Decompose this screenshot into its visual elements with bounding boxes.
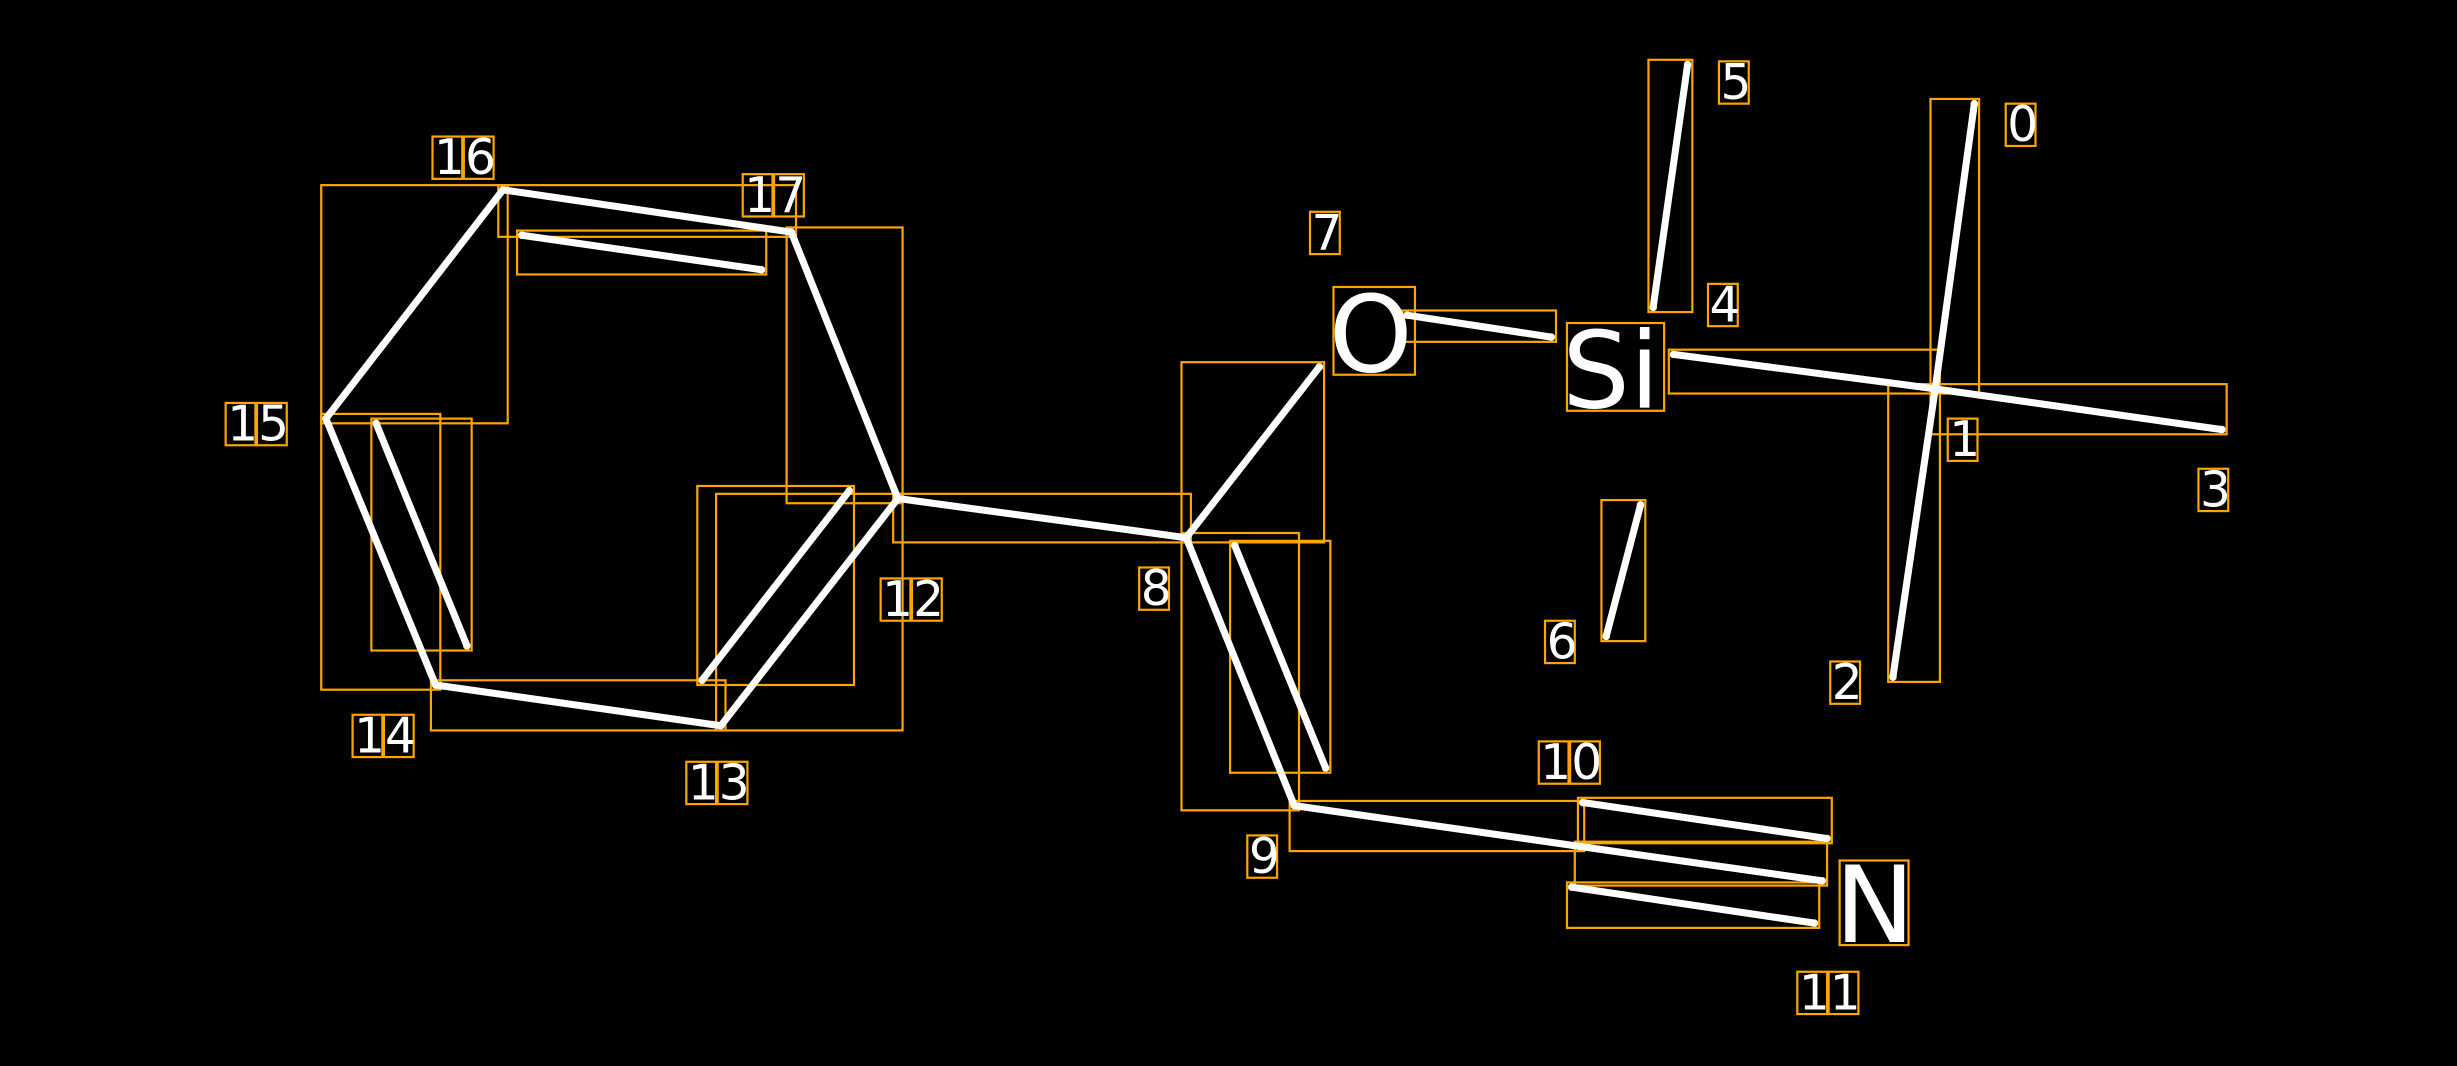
bond-1-3: [1931, 385, 2226, 434]
bond-bounding-box: [785, 226, 904, 505]
atom-index-label: 5: [1721, 55, 1752, 111]
bond-9-10: [1290, 802, 1584, 850]
atom-index-label: 11: [1799, 965, 1861, 1021]
label-bounding-box: [716, 760, 749, 806]
atom-index-label: 10: [1540, 735, 1602, 791]
bond-14-15: [372, 419, 471, 650]
label-bounding-box: [1717, 60, 1750, 105]
bonds: [322, 60, 2226, 927]
atom-index-label: 6: [1547, 614, 1578, 670]
bond-7-4: [1403, 311, 1555, 341]
label-bounding-box: [224, 401, 257, 447]
label-bounding-box: [351, 713, 384, 759]
label-bounding-box: [1308, 210, 1341, 256]
atom-index-label: 9: [1249, 829, 1280, 885]
bond-bounding-box: [696, 484, 856, 687]
atom-index-label: 15: [227, 397, 289, 453]
bond-16-17: [499, 186, 795, 236]
label-bounding-box: [1796, 970, 1829, 1016]
bond-bounding-box: [1576, 796, 1833, 845]
bounding-boxes: [224, 58, 2230, 1016]
label-bounding-box: [741, 173, 774, 218]
bond-16-17: [518, 231, 766, 274]
bond-bounding-box: [516, 229, 768, 276]
atom-index-label: 17: [744, 168, 806, 224]
element-bounding-box: [1565, 321, 1666, 412]
bond-14-15: [322, 415, 440, 689]
atom-index-label: 7: [1312, 205, 1343, 261]
element-bounding-box: [1838, 859, 1910, 947]
bond-bounding-box: [1180, 361, 1326, 544]
bond-17-12: [787, 228, 902, 503]
atom-index-label: 16: [434, 130, 496, 186]
element-label-o: O: [1329, 274, 1413, 398]
bond-4-6: [1602, 501, 1645, 640]
label-bounding-box: [2004, 102, 2037, 148]
bond-10-11: [1579, 798, 1831, 843]
bond-1-0: [1931, 100, 1978, 393]
bond-12-8: [894, 495, 1190, 542]
bond-bounding-box: [497, 184, 798, 238]
bond-8-7: [1182, 363, 1323, 542]
bond-4-5: [1649, 60, 1692, 311]
label-bounding-box: [772, 173, 805, 218]
bond-bounding-box: [320, 412, 442, 691]
bond-13-14: [432, 681, 725, 730]
bond-12-13: [717, 495, 902, 730]
element-label-n: N: [1835, 844, 1915, 968]
bond-bounding-box: [1288, 799, 1586, 853]
label-bounding-box: [1569, 740, 1601, 785]
bond-bounding-box: [1565, 881, 1821, 929]
label-bounding-box: [1946, 417, 1979, 463]
bond-bounding-box: [320, 184, 509, 425]
label-bounding-box: [1543, 619, 1576, 665]
atom-index-label: 13: [688, 755, 750, 811]
label-bounding-box: [1246, 834, 1279, 879]
atom-index-label: 2: [1832, 655, 1863, 711]
atom-index-label: 4: [1710, 277, 1741, 333]
bond-bounding-box: [1180, 531, 1301, 812]
atom-index-label: 0: [2007, 97, 2038, 153]
label-bounding-box: [1829, 660, 1862, 705]
bond-bounding-box: [1600, 498, 1647, 643]
bond-bounding-box: [1401, 309, 1558, 343]
bond-10-11: [1575, 842, 1826, 885]
atom-index-label: 3: [2200, 462, 2231, 518]
atom-index-label: 1: [1949, 412, 1980, 468]
bond-bounding-box: [429, 679, 727, 732]
label-bounding-box: [910, 577, 943, 622]
bond-4-1: [1669, 350, 1939, 393]
label-bounding-box: [431, 135, 464, 180]
bond-8-9: [1231, 542, 1330, 772]
element-bounding-box: [1332, 285, 1417, 376]
bond-12-13: [698, 487, 853, 684]
element-label-si: Si: [1562, 310, 1659, 434]
label-bounding-box: [2197, 467, 2230, 513]
bond-bounding-box: [715, 492, 904, 732]
atom-index-label: 8: [1141, 561, 1172, 617]
bond-10-11: [1568, 883, 1819, 927]
label-bounding-box: [879, 577, 912, 622]
label-bounding-box: [1706, 282, 1739, 328]
bond-8-9: [1182, 534, 1298, 810]
label-bounding-box: [1537, 740, 1570, 785]
label-bounding-box: [382, 713, 415, 759]
label-bounding-box: [462, 135, 495, 180]
label-bounding-box: [255, 401, 288, 447]
bond-bounding-box: [1573, 840, 1829, 887]
bond-bounding-box: [892, 492, 1192, 544]
atom-index-label: 14: [354, 708, 416, 764]
label-bounding-box: [1138, 566, 1171, 611]
atom-index-label: 12: [882, 572, 944, 628]
bond-bounding-box: [1647, 58, 1694, 314]
bond-15-16: [322, 186, 507, 423]
bond-1-2: [1889, 385, 1939, 681]
label-bounding-box: [1827, 970, 1860, 1016]
label-bounding-box: [685, 760, 718, 806]
